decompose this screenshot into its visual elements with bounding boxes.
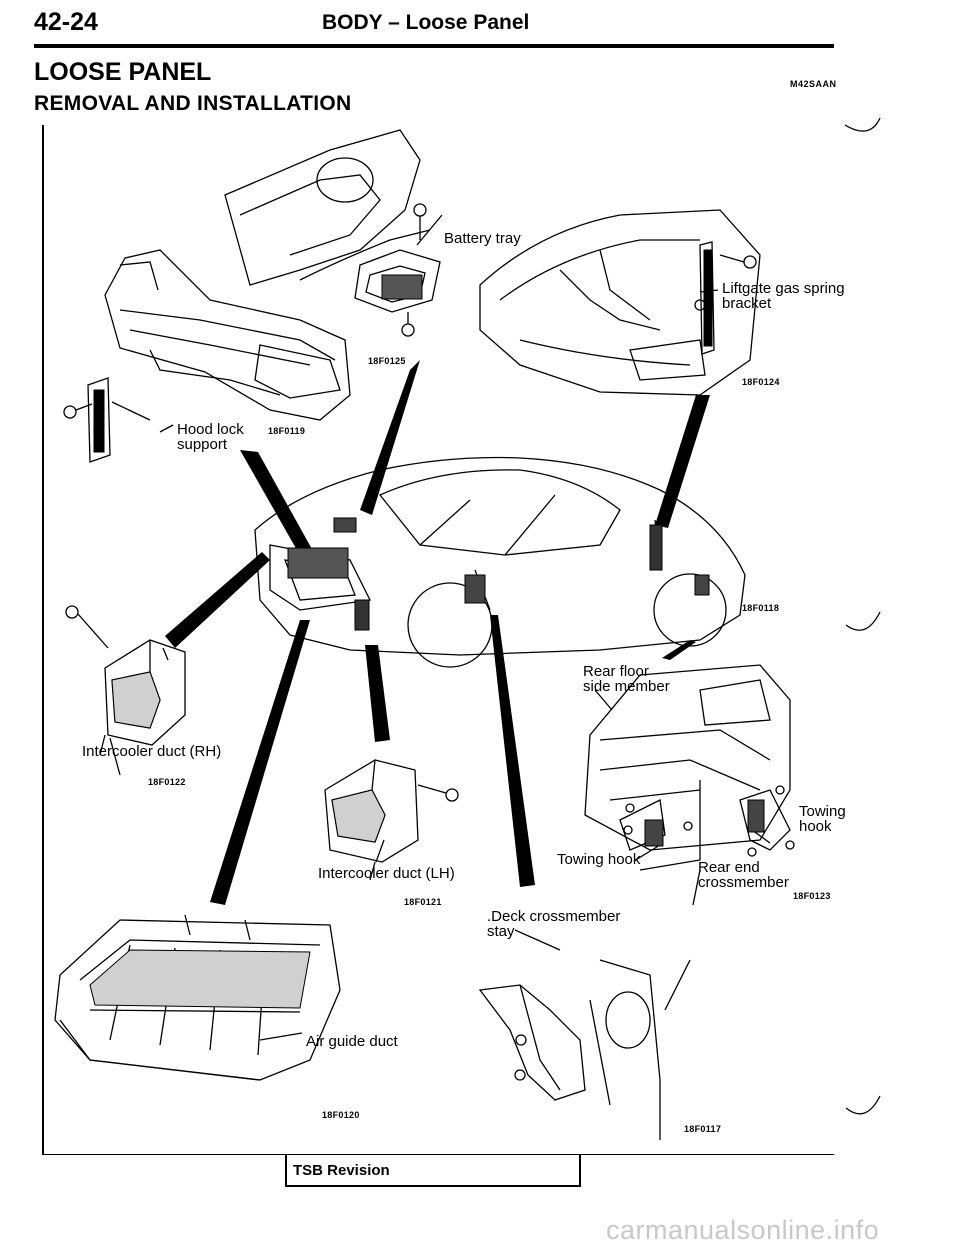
figure-code: 18F0125 (368, 356, 406, 366)
car-body-outline (254, 456, 746, 656)
label-battery-tray: Battery tray (444, 230, 521, 247)
figure-code: 18F0118 (742, 603, 780, 613)
label-hood-lock-line2: support (177, 436, 228, 453)
air-guide-duct-drawing (54, 919, 341, 1081)
front-bracket-drawing (354, 599, 370, 631)
liftgate-gas-spring-bracket-drawing (703, 249, 713, 347)
figure-code: 18F0123 (793, 891, 831, 901)
figure-code: 18F0117 (684, 1124, 722, 1134)
pointer-wedge (655, 395, 710, 528)
header-rule (34, 44, 834, 48)
figure-code: 18F0124 (742, 377, 780, 387)
label-air-guide-duct: Air guide duct (306, 1033, 398, 1050)
section-title: LOOSE PANEL (34, 58, 212, 86)
pointer-wedge (490, 615, 535, 887)
section-code: M42SAAN (790, 79, 837, 89)
car-front-bracket-drawing (287, 547, 349, 579)
section-subtitle: REMOVAL AND INSTALLATION (34, 92, 352, 115)
fender-apron-drawing (224, 129, 421, 286)
car-fender-bracket-drawing (464, 574, 486, 604)
figure-code: 18F0120 (322, 1110, 360, 1120)
hood-lock-support-drawing (104, 249, 351, 421)
running-title: BODY – Loose Panel (322, 11, 530, 34)
label-towing-hook-left: Towing hook (557, 851, 641, 868)
label-rear-floor-line2: side member (583, 678, 670, 695)
label-liftgate-line1: Liftgate gas spring (722, 280, 845, 297)
label-deck-crossmember-line2: stay (487, 923, 515, 940)
rear-floor-bracket-drawing (649, 524, 663, 571)
pointer-wedge (360, 360, 420, 515)
label-towing-hook-right-line1: Towing (799, 803, 846, 820)
label-hood-lock-line1: Hood lock (177, 421, 244, 438)
figure-code: 18F0119 (268, 426, 306, 436)
pointer-wedge (240, 450, 318, 566)
left-towing-hook-drawing (644, 819, 664, 847)
label-rear-end-line1: Rear end (698, 859, 760, 876)
pointer-wedge (165, 552, 270, 648)
liftgate-area-drawing (479, 209, 761, 396)
rear-floor-drawing (584, 664, 791, 851)
figure-code: 18F0121 (404, 897, 442, 907)
hood-lock-support-bracket-drawing (93, 389, 105, 453)
watermark: carmanualsonline.info (606, 1215, 880, 1245)
towing-hook-drawing (747, 799, 765, 833)
deck-crossmember-stay-drawing (478, 984, 586, 1101)
label-intercooler-duct-lh: Intercooler duct (LH) (318, 865, 455, 882)
label-deck-crossmember-line1: .Deck crossmember (487, 908, 621, 925)
tsb-revision-box: TSB Revision (285, 1154, 581, 1187)
pointer-wedge (210, 620, 310, 905)
page-number: 42-24 (34, 8, 98, 36)
left-margin-rule (42, 125, 44, 1155)
label-intercooler-duct-rh: Intercooler duct (RH) (82, 743, 222, 760)
label-rear-end-line2: crossmember (698, 874, 789, 891)
pointer-wedge (662, 640, 696, 660)
car-rear-bracket-drawing (694, 574, 710, 596)
label-towing-hook-right-line2: hook (799, 818, 832, 835)
figure-code: 18F0122 (148, 777, 186, 787)
label-liftgate-line2: bracket (722, 295, 772, 312)
label-rear-floor-line1: Rear floor (583, 663, 649, 680)
car-hood-bracket-drawing (333, 517, 357, 533)
battery-tray-drawing (354, 249, 441, 313)
pointer-wedge (365, 645, 390, 742)
